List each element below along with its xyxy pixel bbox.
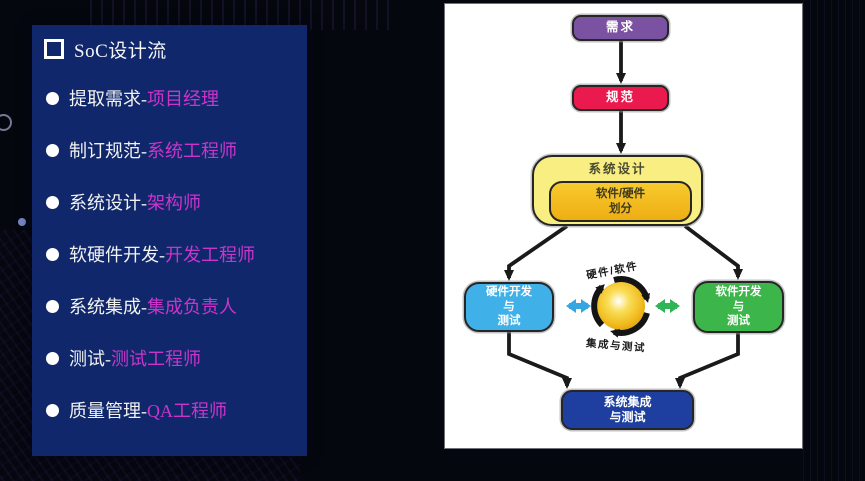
panel-title: SoC设计流: [74, 40, 167, 62]
square-bullet-icon: [44, 39, 64, 59]
node-label-line2: 与: [503, 300, 515, 313]
step-role: 系统工程师: [147, 141, 237, 161]
flow-step-item: 系统集成-集成负责人: [46, 294, 301, 318]
circle-bullet-icon: [46, 91, 59, 105]
cycle-label-bottom: 集成与测试: [585, 337, 647, 355]
node-requirement: 需求: [572, 15, 669, 41]
step-task: 提取需求-: [69, 89, 147, 109]
circle-bullet-icon: [46, 299, 59, 313]
cycle-label-top: 硬件/软件: [585, 260, 640, 282]
background-texture-right: [803, 0, 865, 481]
flow-step-item: 提取需求-项目经理: [46, 86, 301, 110]
step-role: 集成负责人: [147, 297, 237, 317]
node-hw-sw-partition: 软件/硬件 划分: [549, 181, 692, 222]
step-task: 系统集成-: [69, 297, 147, 317]
background-dot-icon: [18, 218, 26, 226]
node-label-line2: 与: [732, 300, 745, 313]
node-specification: 规范: [572, 85, 669, 111]
arrow-design-to-sw: [683, 224, 743, 280]
step-role: 项目经理: [147, 89, 219, 109]
circle-bullet-icon: [46, 247, 59, 261]
step-role: QA工程师: [147, 401, 227, 421]
circle-bullet-icon: [46, 143, 59, 157]
node-label-line3: 测试: [727, 315, 750, 328]
node-hardware-dev-test: 硬件开发 与 测试: [464, 282, 554, 332]
step-task: 软硬件开发-: [69, 245, 165, 265]
step-role: 架构师: [147, 193, 201, 213]
node-label-line2: 与测试: [609, 410, 646, 424]
step-task: 测试-: [69, 349, 111, 369]
arrow-sw-to-integration: [675, 333, 740, 389]
background-ring-icon: [0, 114, 12, 131]
flow-step-item: 系统设计-架构师: [46, 190, 301, 214]
step-task: 系统设计-: [69, 193, 147, 213]
cycle-arrows-icon: [591, 276, 651, 338]
panel-title-row: SoC设计流: [44, 34, 167, 64]
node-label-line3: 测试: [497, 315, 521, 328]
circle-bullet-icon: [46, 351, 59, 365]
diagram-connectors: [504, 41, 743, 389]
hw-sw-cycle-sphere: [591, 276, 651, 338]
node-system-design: 系统设计 软件/硬件 划分: [532, 155, 703, 226]
node-label-line1: 硬件开发: [486, 286, 532, 299]
node-label-line1: 系统集成: [603, 395, 652, 409]
node-system-integration-test: 系统集成 与测试: [561, 390, 694, 430]
node-label-line1: 软件/硬件: [595, 187, 646, 200]
step-role: 测试工程师: [111, 349, 201, 369]
circle-bullet-icon: [46, 403, 59, 417]
step-role: 开发工程师: [165, 245, 255, 265]
node-label-line1: 软件开发: [715, 286, 762, 299]
flow-step-item: 质量管理-QA工程师: [46, 398, 301, 422]
flow-step-item: 软硬件开发-开发工程师: [46, 242, 301, 266]
node-label-line2: 划分: [609, 202, 632, 215]
node-label: 系统设计: [588, 162, 647, 176]
circle-bullet-icon: [46, 195, 59, 209]
soc-flow-panel: SoC设计流 提取需求-项目经理 制订规范-系统工程师 系统设计-架构师 软硬件…: [32, 25, 307, 456]
node-software-dev-test: 软件开发 与 测试: [693, 281, 784, 333]
flow-step-item: 制订规范-系统工程师: [46, 138, 301, 162]
node-label: 规范: [605, 90, 635, 105]
node-label: 需求: [605, 20, 635, 35]
arrow-hw-to-integration: [507, 332, 572, 389]
flow-diagram-panel: 需求 规范 系统设计 软件/硬件 划分 硬件开发 与 测试 软件开发 与 测试 …: [444, 3, 803, 449]
step-task: 制订规范-: [69, 141, 147, 161]
sphere-icon: [597, 282, 645, 330]
arrow-design-to-hw: [504, 224, 569, 281]
flow-step-item: 测试-测试工程师: [46, 346, 301, 370]
step-task: 质量管理-: [69, 401, 147, 421]
